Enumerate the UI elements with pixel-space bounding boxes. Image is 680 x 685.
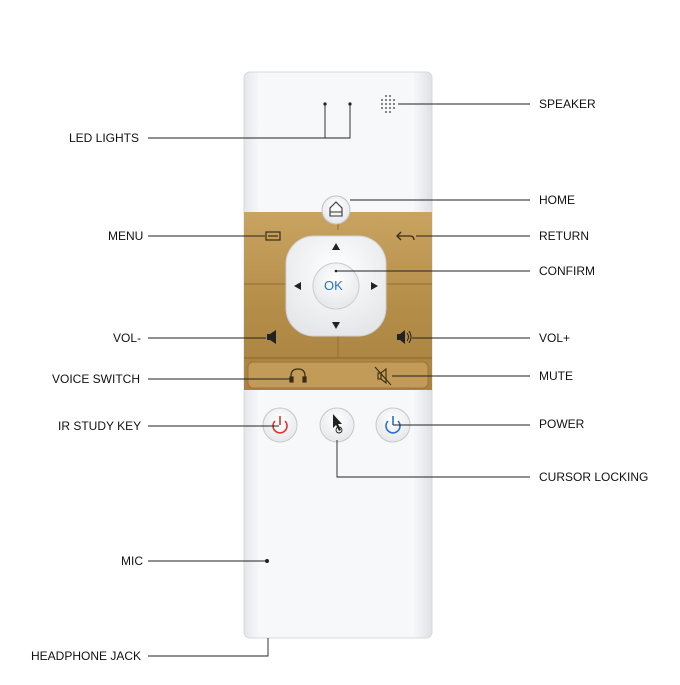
headphone-jack-label: HEADPHONE JACK: [31, 649, 142, 663]
confirm-label: CONFIRM: [539, 264, 595, 278]
mic-hole: [265, 559, 269, 563]
vol-plus-label: VOL+: [539, 331, 571, 345]
menu-label: MENU: [108, 229, 144, 243]
vol-minus-button[interactable]: [244, 292, 334, 356]
vol-plus-button[interactable]: [342, 292, 432, 356]
dpad: [285, 235, 387, 337]
headphone-icon: [289, 368, 307, 383]
vol-minus-label: VOL-: [113, 331, 142, 345]
cursor-icon: [333, 414, 343, 434]
leader-lines: [148, 103, 530, 657]
power-icon: [385, 416, 401, 434]
menu-button[interactable]: [244, 218, 334, 282]
ir-study-key-button[interactable]: [262, 407, 298, 443]
mic-label: MIC: [121, 554, 143, 568]
mute-button[interactable]: [340, 364, 426, 386]
voice-switch-button[interactable]: [250, 364, 336, 386]
volume-down-icon: [267, 330, 276, 344]
arrow-right-icon[interactable]: [371, 282, 378, 290]
arrow-up-icon[interactable]: [332, 243, 340, 250]
menu-icon: [265, 231, 281, 241]
home-button[interactable]: [321, 195, 351, 225]
ok-label: OK: [324, 278, 343, 293]
arrow-left-icon[interactable]: [294, 282, 301, 290]
power-icon: [272, 416, 288, 434]
return-icon: [396, 231, 415, 241]
cursor-locking-button[interactable]: [319, 407, 355, 443]
mute-label: MUTE: [539, 369, 573, 383]
speaker-grille-icon: [381, 95, 395, 113]
confirm-anchor-dot: [334, 269, 338, 273]
speaker-label: SPEAKER: [539, 97, 596, 111]
return-button[interactable]: [342, 218, 432, 282]
mute-icon: [374, 366, 392, 386]
arrow-down-icon[interactable]: [332, 322, 340, 329]
power-label: POWER: [539, 417, 585, 431]
led-lights-label: LED LIGHTS: [69, 131, 140, 145]
voice-switch-label: VOICE SWITCH: [52, 372, 141, 386]
ok-button[interactable]: [312, 262, 360, 310]
home-icon: [329, 201, 343, 217]
ir-study-key-label: IR STUDY KEY: [58, 419, 142, 433]
volume-up-icon: [397, 330, 412, 344]
return-label: RETURN: [539, 229, 589, 243]
home-label: HOME: [539, 193, 575, 207]
cursor-locking-label: CURSOR LOCKING: [539, 470, 649, 484]
